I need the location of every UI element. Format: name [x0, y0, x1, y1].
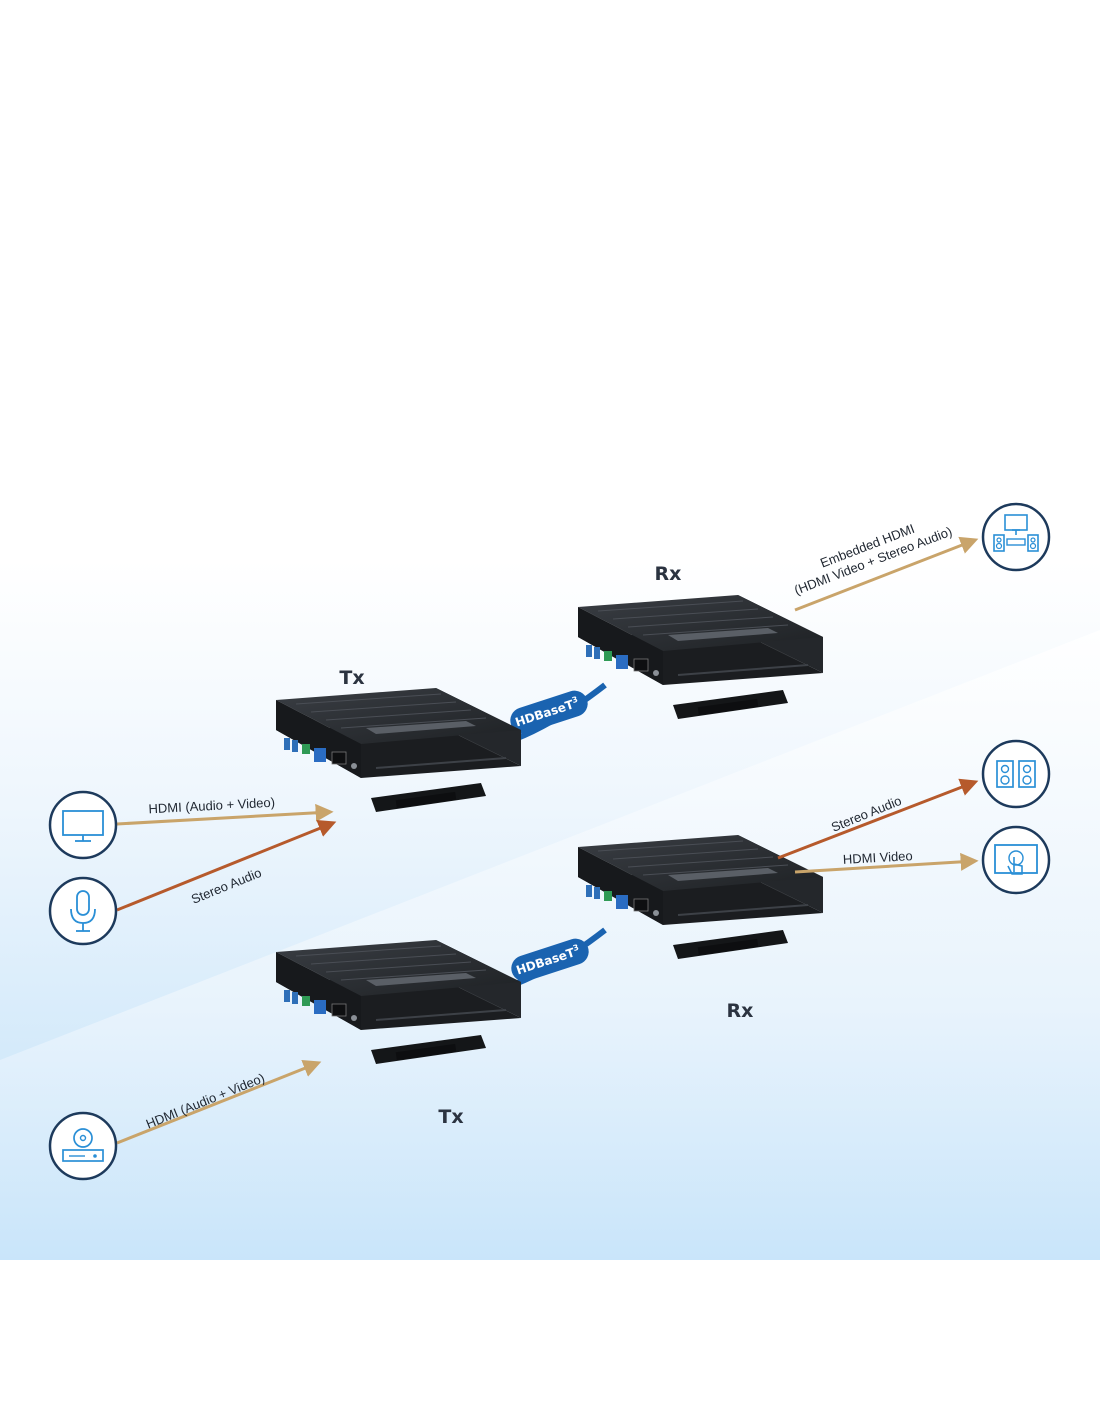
touch-display-icon [981, 825, 1051, 895]
arrow-stereo-audio-in [116, 820, 337, 912]
arrow-embedded-hdmi [794, 536, 979, 612]
background-diagonal [0, 630, 1100, 1260]
tx-label-bottom: Tx [438, 1106, 463, 1128]
arrow-stereo-audio-out [777, 778, 979, 860]
microphone-icon [48, 876, 118, 946]
monitor-icon [48, 790, 118, 860]
hdbaset-superscript: 3 [572, 943, 580, 953]
speakers-icon [981, 739, 1051, 809]
media-player-icon [48, 1111, 118, 1181]
home-theater-icon [981, 502, 1051, 572]
rx-label-bottom: Rx [727, 1000, 754, 1022]
hdbaset-superscript: 3 [571, 695, 579, 705]
arrow-hdmi-av-top [116, 803, 334, 826]
hdmi-video-out-label: HDMI Video [842, 848, 913, 867]
hdmi-av-top-label: HDMI (Audio + Video) [148, 795, 275, 817]
arrow-hdmi-video-out [794, 852, 979, 874]
arrow-hdmi-av-bottom [116, 1059, 322, 1145]
rx-label-top: Rx [655, 563, 682, 585]
tx-label-top: Tx [339, 667, 364, 689]
